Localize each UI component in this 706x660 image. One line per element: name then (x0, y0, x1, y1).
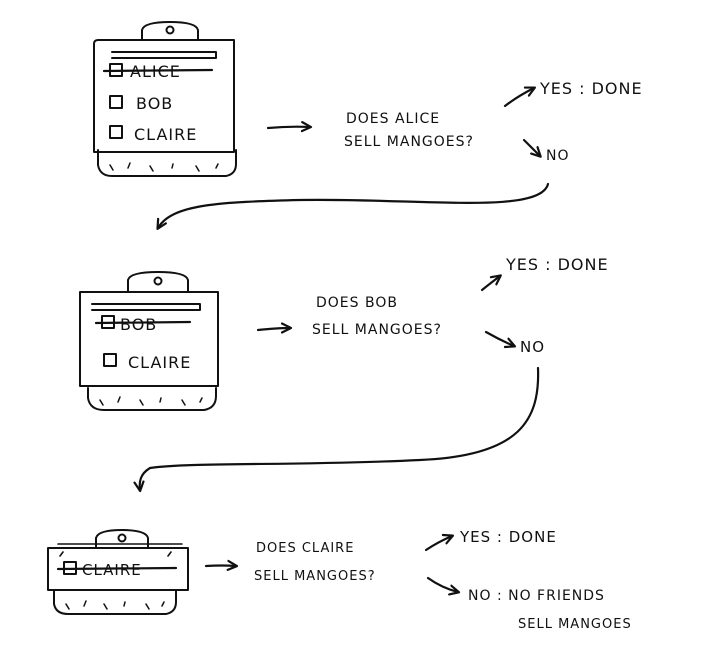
yes-outcome-1: YES : DONE (539, 79, 643, 98)
question-1-line-2: SELL MANGOES? (344, 134, 474, 150)
arrow-to-yes-3 (424, 536, 452, 552)
checklist-item-label: BOB (136, 94, 173, 113)
yes-outcome-2: YES : DONE (505, 255, 609, 274)
checklist-item-claire: CLAIRE (103, 353, 191, 372)
yes-outcome-3: YES : DONE (459, 528, 557, 546)
arrow-to-yes-2 (480, 276, 500, 292)
checklist-item-claire: CLAIRE (109, 125, 197, 144)
strikethrough-mark (94, 320, 192, 325)
question-2-line-2: SELL MANGOES? (312, 322, 442, 338)
strikethrough-mark (56, 566, 178, 571)
arrow-to-question-1 (266, 127, 310, 128)
strikethrough-mark (102, 68, 214, 73)
question-2-line-1: DOES BOB (316, 295, 398, 311)
checklist-item-label: CLAIRE (82, 561, 142, 579)
checklist-item-alice: ALICE (102, 62, 214, 81)
arrow-to-no-1 (522, 138, 540, 156)
arrow-to-no-2 (484, 330, 514, 346)
clipboard-step-2 (79, 271, 219, 411)
question-3-line-1: DOES CLAIRE (256, 541, 354, 556)
clipboard-step-3 (47, 529, 189, 615)
question-1-line-1: DOES ALICE (346, 111, 440, 127)
checklist-item-label: CLAIRE (128, 353, 191, 372)
checklist-item-label: BOB (120, 315, 157, 334)
connector-arrow-2 (140, 366, 540, 490)
question-3-line-2: SELL MANGOES? (254, 569, 376, 584)
connector-arrow-1 (158, 182, 550, 228)
no-outcome-2: NO (520, 338, 545, 356)
arrow-to-yes-1 (503, 88, 534, 108)
checklist-item-bob: BOB (109, 94, 173, 113)
no-outcome-3-line-2: SELL MANGOES (518, 617, 632, 632)
checklist-item-claire: CLAIRE (56, 561, 178, 579)
no-outcome-3-line-1: NO : NO FRIENDS (468, 588, 605, 604)
arrow-to-no-3 (426, 576, 458, 592)
arrow-to-question-2 (256, 328, 290, 330)
arrow-to-question-3 (204, 566, 236, 567)
checklist-item-bob: BOB (94, 315, 192, 334)
clipboard-step-1 (93, 21, 237, 177)
checklist-item-label: CLAIRE (134, 125, 197, 144)
no-outcome-1: NO (546, 148, 570, 164)
